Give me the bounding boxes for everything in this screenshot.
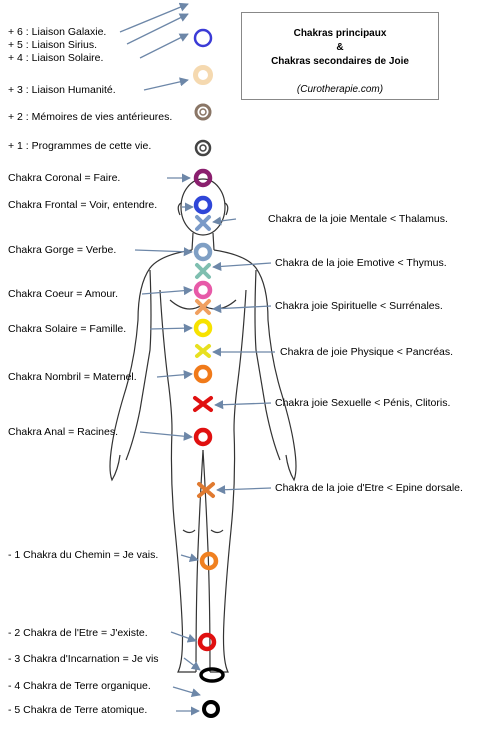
ring-etre [197, 632, 217, 652]
human-body-outline [109, 178, 297, 673]
right-leg-outer [210, 429, 236, 673]
left-leg-outer [170, 429, 196, 673]
arrow-incarnation [183, 657, 201, 671]
ring-terre-atomique [202, 700, 220, 718]
label-chakra-coronal: Chakra Coronal = Faire. [8, 172, 121, 184]
label-joie-spirituelle: Chakra joie Spirituelle < Surrénales. [275, 300, 443, 312]
left-arm-inner [125, 269, 152, 461]
arrow-galaxie [119, 2, 189, 33]
left-leg-inner [195, 449, 204, 673]
label-programmes-vie: + 1 : Programmes de cette vie. [8, 140, 152, 152]
ring-incarnation [199, 667, 225, 683]
arrow-joie-mentale [212, 216, 237, 226]
ring-solaire [193, 65, 213, 85]
ring-chemin [199, 551, 219, 571]
ring-frontal [193, 195, 213, 215]
ring-solaire-main [193, 318, 213, 338]
label-joie-etre: Chakra de la joie d'Etre < Epine dorsale… [275, 482, 463, 494]
arrow-terre-organique [172, 686, 201, 698]
ring-gorge [193, 242, 213, 262]
label-memoires-vies: + 2 : Mémoires de vies antérieures. [8, 111, 173, 123]
head-outline [180, 178, 226, 236]
cross-joie-spirituelle [195, 299, 211, 315]
label-liaison-sirius: + 5 : Liaison Sirius. [8, 39, 98, 51]
title-line-3: Chakras secondaires de Joie [271, 56, 409, 67]
arrow-etre [170, 631, 197, 643]
right-ear [224, 202, 229, 216]
ring-humanite-inner [199, 108, 207, 116]
arrow-sirius [126, 13, 189, 45]
neck-right [212, 232, 215, 251]
label-joie-sexuelle: Chakra joie Sexuelle < Pénis, Clitoris. [275, 397, 451, 409]
ring-coeur [193, 280, 213, 300]
label-liaison-solaire: + 4 : Liaison Solaire. [8, 52, 104, 64]
right-leg-inner [202, 449, 211, 673]
joy-crosses [193, 215, 215, 498]
label-chakra-anal: Chakra Anal = Racines. [8, 426, 119, 438]
arrow-joie-emotive [212, 261, 272, 271]
label-chakra-solaire: Chakra Solaire = Famille. [8, 323, 127, 335]
label-joie-mentale: Chakra de la joie Mentale < Thalamus. [268, 213, 448, 225]
label-chakra-frontal: Chakra Frontal = Voir, entendre. [8, 199, 158, 211]
arrow-joie-sexuelle [214, 400, 272, 410]
arrow-gorge [134, 247, 193, 257]
ring-vies-inner [199, 144, 207, 152]
left-knee [182, 529, 196, 534]
cross-joie-emotive [195, 263, 211, 279]
arrow-anal [139, 431, 193, 441]
label-chakra-incarnation: - 3 Chakra d'Incarnation = Je vis [8, 653, 159, 665]
right-arm-outline [213, 249, 297, 482]
ring-anal [193, 427, 213, 447]
torso-left [159, 289, 173, 431]
label-liaison-humanite: + 3 : Liaison Humanité. [8, 84, 116, 96]
label-chakra-chemin: - 1 Chakra du Chemin = Je vais. [8, 549, 159, 561]
arrow-joie-spirituelle [212, 304, 272, 314]
ring-coronal [193, 168, 213, 188]
arrow-humanite [143, 77, 189, 91]
arrow-joie-etre [216, 485, 272, 495]
left-arm-outline [109, 249, 193, 482]
label-chakra-nombril: Chakra Nombril = Maternel. [8, 371, 137, 383]
arrow-chemin [180, 553, 199, 563]
credit: (Curotherapie.com) [296, 84, 384, 95]
arrow-coeur [141, 286, 193, 296]
cross-joie-etre [197, 482, 215, 498]
title-box: Chakras principaux & Chakras secondaires… [241, 12, 439, 100]
title-line-1: Chakras principaux [293, 28, 387, 39]
ring-vies [194, 139, 212, 157]
arrow-solaire-main [149, 323, 193, 333]
right-arm-inner [254, 269, 281, 461]
arrow-solaire [139, 33, 189, 59]
neck-left [191, 232, 194, 251]
pointer-arrows [119, 2, 275, 716]
label-terre-organique: - 4 Chakra de Terre organique. [8, 680, 151, 692]
label-joie-physique: Chakra de joie Physique < Pancréas. [280, 346, 454, 358]
label-chakra-etre: - 2 Chakra de l'Etre = J'existe. [8, 627, 148, 639]
torso-right [233, 289, 247, 431]
arrow-nombril [156, 370, 193, 380]
label-terre-atomique: - 5 Chakra de Terre atomique. [8, 704, 148, 716]
cross-joie-mentale [195, 215, 211, 231]
cross-joie-physique [195, 344, 211, 358]
label-chakra-gorge: Chakra Gorge = Verbe. [8, 244, 117, 256]
left-ear [177, 202, 182, 216]
label-joie-emotive: Chakra de la joie Emotive < Thymus. [275, 257, 447, 269]
chakra-rings [193, 28, 225, 718]
right-knee [210, 529, 224, 534]
title-line-2: & [336, 42, 344, 53]
label-chakra-coeur: Chakra Coeur = Amour. [8, 288, 119, 300]
label-liaison-galaxie: + 6 : Liaison Galaxie. [8, 26, 107, 38]
ring-nombril [193, 364, 213, 384]
ring-galaxie [193, 28, 213, 48]
cross-joie-sexuelle [193, 396, 213, 412]
ring-humanite [194, 103, 212, 121]
